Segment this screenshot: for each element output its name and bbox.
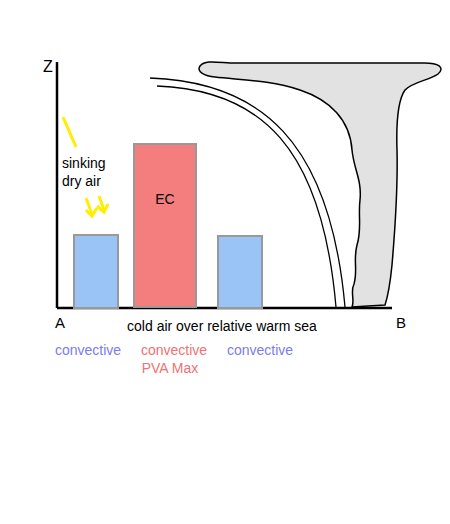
convective-cell [218, 236, 262, 308]
sinking-air-line [63, 117, 76, 147]
surface-note: cold air over relative warm sea [127, 318, 317, 335]
node-label: EC [135, 191, 195, 207]
convective-label: convective [141, 342, 207, 359]
sinking-air-arrow [97, 204, 108, 212]
point-label: A [55, 314, 65, 331]
convective-cell [74, 235, 118, 308]
air-note: sinking dry air [62, 154, 118, 190]
ec-cell: EC [133, 143, 197, 308]
axis-label: Z [43, 58, 53, 75]
point-label: B [396, 314, 406, 331]
pva-label: PVA Max [142, 360, 199, 377]
sinking-air-arrow [86, 208, 97, 216]
convective-label: convective [227, 342, 293, 359]
z-axis [56, 62, 59, 308]
convective-label: convective [55, 342, 121, 359]
